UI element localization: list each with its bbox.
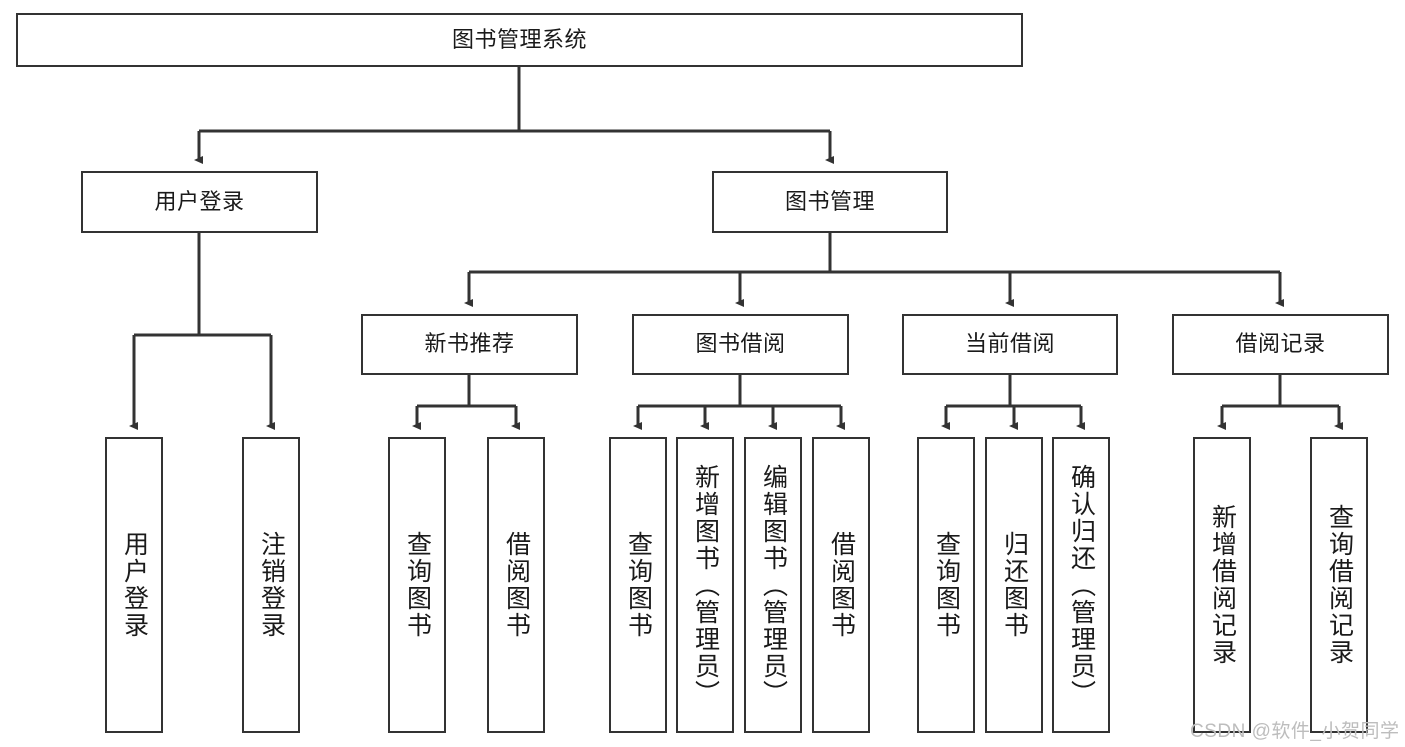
node-root[interactable]: 图书管理系统 [16,13,1023,67]
leaf-edit-book[interactable]: 编辑图书（管理员） [744,437,802,733]
leaf-user-logout[interactable]: 注销登录 [242,437,300,733]
leaf-user-login[interactable]: 用户登录 [105,437,163,733]
leaf-query-record[interactable]: 查询借阅记录 [1310,437,1368,733]
node-new-book-recommend-label: 新书推荐 [424,331,515,357]
leaf-add-record-label: 新增借阅记录 [1208,504,1237,666]
node-book-manage[interactable]: 图书管理 [712,171,948,233]
leaf-query-book-current-label: 查询图书 [932,531,961,639]
csdn-watermark: CSDN @软件_小贺同学 [1190,721,1400,742]
leaf-borrow-book-rec-label: 借阅图书 [502,531,531,639]
leaf-return-book-label: 归还图书 [1000,531,1029,639]
leaf-borrow-book[interactable]: 借阅图书 [812,437,870,733]
leaf-query-record-label: 查询借阅记录 [1325,504,1354,666]
leaf-user-logout-label: 注销登录 [257,531,286,639]
leaf-borrow-book-label: 借阅图书 [827,531,856,639]
node-borrow-record-label: 借阅记录 [1235,331,1326,357]
node-book-borrow-label: 图书借阅 [695,331,786,357]
node-current-borrow[interactable]: 当前借阅 [902,314,1118,375]
leaf-confirm-return-label: 确认归还（管理员） [1067,463,1096,707]
leaf-add-record[interactable]: 新增借阅记录 [1193,437,1251,733]
leaf-add-book[interactable]: 新增图书（管理员） [676,437,734,733]
node-current-borrow-label: 当前借阅 [964,331,1055,357]
leaf-borrow-book-rec[interactable]: 借阅图书 [487,437,545,733]
leaf-query-book-borrow[interactable]: 查询图书 [609,437,667,733]
node-new-book-recommend[interactable]: 新书推荐 [361,314,578,375]
leaf-user-login-label: 用户登录 [120,531,149,639]
node-book-manage-label: 图书管理 [784,188,875,214]
node-root-label: 图书管理系统 [451,26,587,52]
leaf-add-book-label: 新增图书（管理员） [691,463,720,707]
leaf-query-book-rec-label: 查询图书 [403,531,432,639]
node-book-borrow[interactable]: 图书借阅 [632,314,849,375]
node-borrow-record[interactable]: 借阅记录 [1172,314,1389,375]
leaf-query-book-current[interactable]: 查询图书 [917,437,975,733]
node-user-login[interactable]: 用户登录 [81,171,318,233]
node-user-login-label: 用户登录 [154,188,245,214]
leaf-confirm-return[interactable]: 确认归还（管理员） [1052,437,1110,733]
leaf-return-book[interactable]: 归还图书 [985,437,1043,733]
leaf-query-book-rec[interactable]: 查询图书 [388,437,446,733]
leaf-query-book-borrow-label: 查询图书 [624,531,653,639]
leaf-edit-book-label: 编辑图书（管理员） [759,463,788,707]
